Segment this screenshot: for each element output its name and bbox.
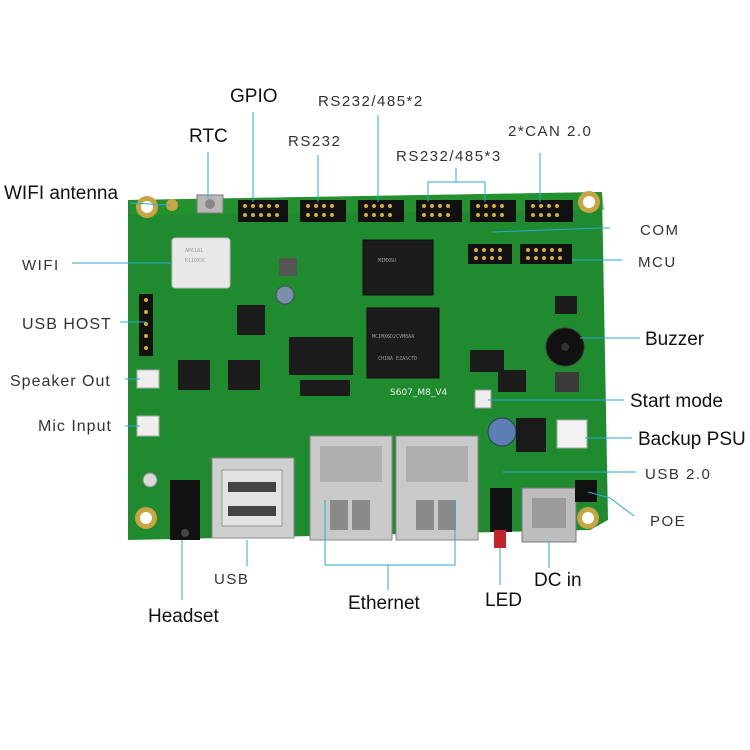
label-ethernet: Ethernet [348,593,421,614]
wifi-module: AP6181 K110X3C [171,237,231,289]
left-connectors [136,294,160,437]
pin-headers-top [238,200,573,264]
svg-text:MCIMX6D2CVM8AA: MCIMX6D2CVM8AA [372,334,414,340]
label-mcu: MCU [638,254,677,271]
label-gpio: GPIO [230,86,278,107]
label-usb: USB [214,571,249,588]
label-buzzer: Buzzer [645,329,705,350]
label-can: 2*CAN 2.0 [508,123,592,140]
ethernet-jacks [309,435,479,541]
label-backup-psu: Backup PSU [638,429,746,450]
label-poe: POE [650,513,686,530]
svg-text:MIMX6U: MIMX6U [378,258,396,264]
label-rs232: RS232 [288,133,341,150]
label-com: COM [640,222,680,239]
label-speaker-out: Speaker Out [10,373,111,390]
wifi-module-label: AP6181 [185,248,203,254]
rtc-component [166,194,224,214]
label-mic-input: Mic Input [38,418,112,435]
wifi-module-sublabel: K110X3C [185,258,206,264]
label-led: LED [485,590,522,611]
label-rs232-485-2: RS232/485*2 [318,93,424,110]
leader-lines [72,112,640,600]
usb-jack [211,457,295,539]
label-rtc: RTC [189,126,228,147]
label-start-mode: Start mode [630,391,723,412]
label-usb-host: USB HOST [22,316,112,333]
label-headset: Headset [148,606,219,627]
headset-jack [142,472,200,540]
label-usb20: USB 2.0 [645,466,711,483]
chips: MIMX6U MCIMX6D2CVM8AA CHINA EZASCTD [178,239,585,447]
board-silkscreen: S607_M8_V4 [390,388,448,398]
label-dc-in: DC in [534,570,582,591]
labels: GPIO RTC RS232/485*2 RS232 2*CAN 2.0 RS2… [4,86,746,627]
label-wifi-antenna: WIFI antenna [4,183,118,204]
label-rs232-485-3: RS232/485*3 [396,148,502,165]
right-bottom-connectors [474,389,597,548]
svg-text:CHINA EZASCTD: CHINA EZASCTD [378,356,417,362]
label-wifi: WIFI [22,257,60,274]
